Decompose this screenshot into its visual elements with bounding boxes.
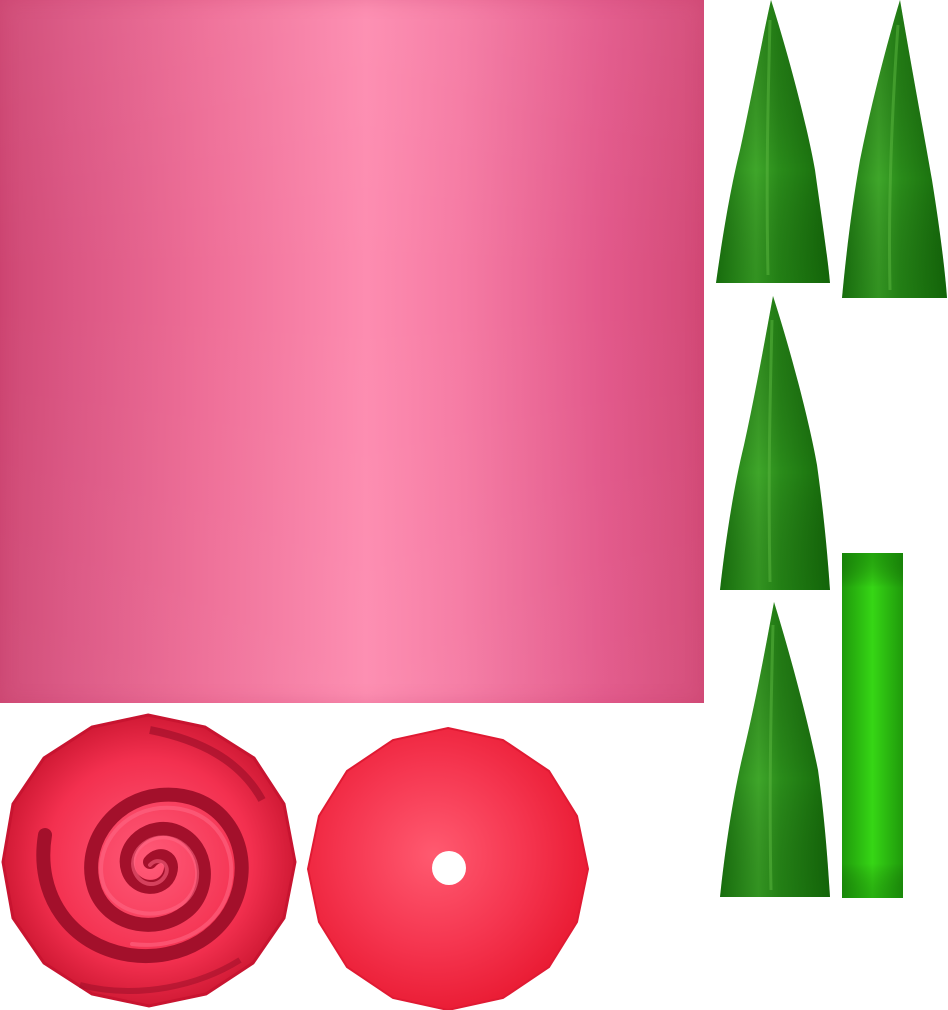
stem-strip — [842, 553, 903, 898]
rose-bud-disc — [306, 726, 590, 1010]
bud-center-hole — [432, 851, 466, 885]
petal-texture-panel — [0, 0, 704, 703]
sepal-leaf-1 — [716, 0, 830, 283]
sepal-leaf-4 — [720, 602, 830, 897]
sepal-leaf-3 — [720, 296, 830, 590]
sepal-leaf-2 — [842, 0, 947, 298]
rose-spiral-top — [1, 713, 297, 1008]
